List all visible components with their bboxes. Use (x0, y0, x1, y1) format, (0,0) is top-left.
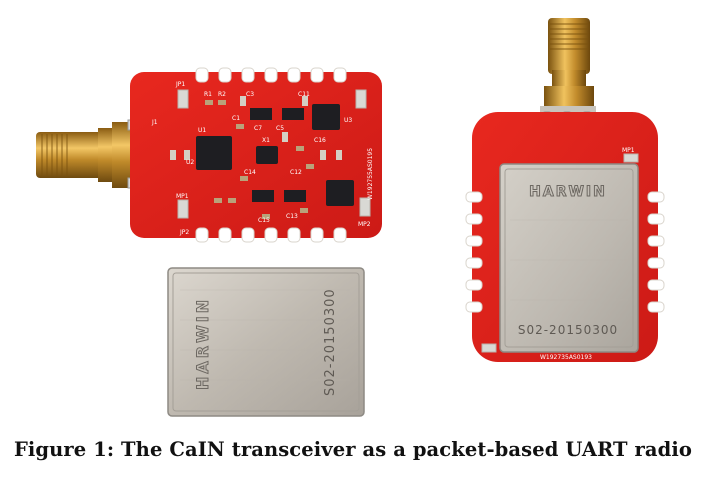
silk-u1: U1 (198, 127, 206, 134)
left-board: JP1 JP2 MP1 MP2 J1 U1 U2 U3 R1 R2 C1 C3 … (36, 67, 382, 243)
silk-jp2: JP2 (179, 229, 189, 236)
mounted-shield-brand: HARWIN (529, 184, 607, 200)
silk-jp1: JP1 (175, 81, 185, 88)
silk-c1: C1 (232, 115, 240, 122)
loose-shield-can: HARWIN S02-20150300 (167, 267, 365, 417)
figure-caption: Figure 1: The CaIN transceiver as a pack… (13, 438, 693, 461)
silk-c12: C12 (290, 169, 302, 176)
silk-r2: R2 (218, 91, 226, 98)
loose-shield-part-number: S02-20150300 (323, 288, 338, 396)
silk-r1: R1 (204, 91, 212, 98)
silk-c11: C11 (298, 91, 310, 98)
silk-u3: U3 (344, 117, 352, 124)
silk-c5: C5 (276, 125, 284, 132)
silk-c7: C7 (254, 125, 262, 132)
silk-j1: J1 (151, 119, 158, 126)
silk-c16: C16 (314, 137, 326, 144)
silk-part-number-right: W192735AS0193 (540, 354, 592, 361)
silk-c3: C3 (246, 91, 254, 98)
silk-c13: C13 (286, 213, 298, 220)
silk-mp1-right: MP1 (622, 147, 635, 154)
right-board: MP1 HARWIN S02-20150300 W192735AS0193 (465, 18, 665, 362)
silk-x1: X1 (262, 137, 270, 144)
silk-u2: U2 (186, 159, 194, 166)
loose-shield-brand: HARWIN (193, 297, 212, 390)
mounted-shield-part-number: S02-20150300 (518, 323, 618, 337)
transceiver-photo: JP1 JP2 MP1 MP2 J1 U1 U2 U3 R1 R2 C1 C3 … (36, 18, 665, 417)
silk-c14: C14 (244, 169, 256, 176)
silk-mp1: MP1 (176, 193, 189, 200)
silk-mp2: MP2 (358, 221, 371, 228)
silk-c15: C15 (258, 217, 270, 224)
silk-part-number-left: W192755AS0195 (367, 148, 374, 200)
